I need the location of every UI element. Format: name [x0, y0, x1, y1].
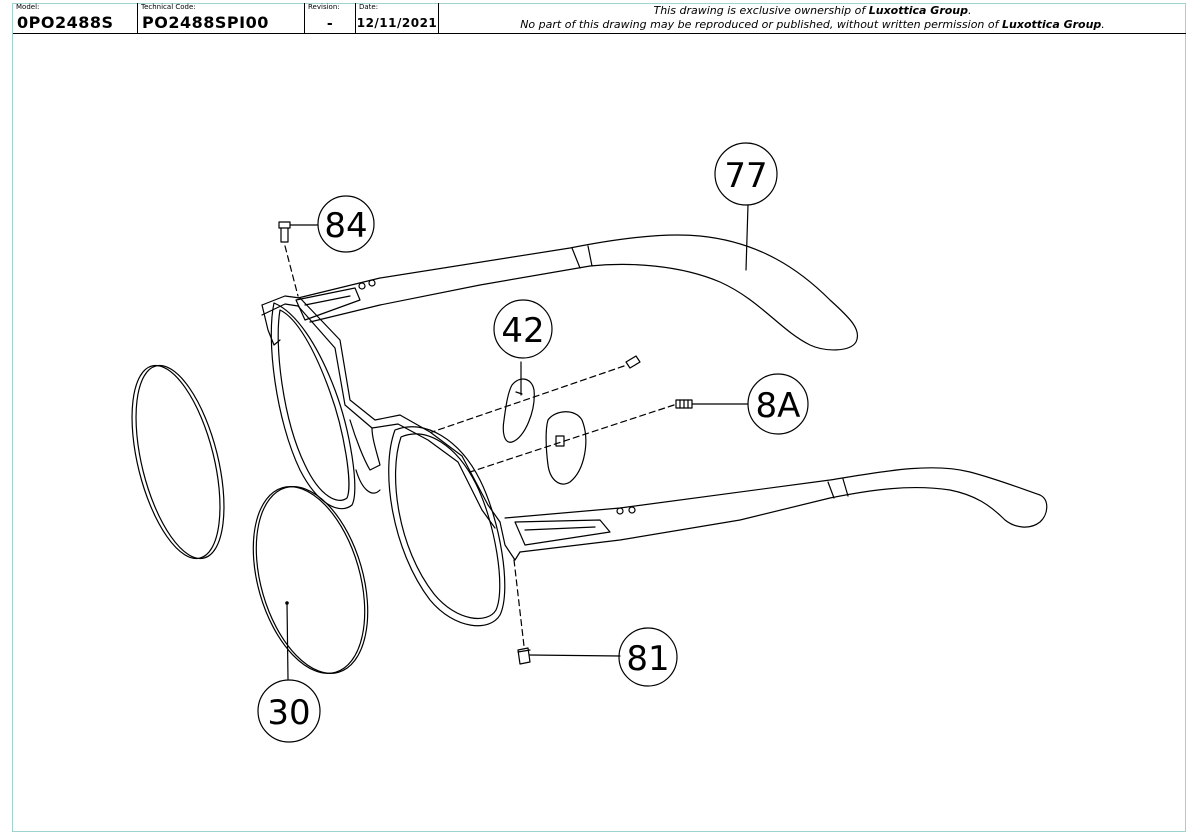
temple-far	[295, 234, 859, 351]
callout-42: 42	[493, 299, 553, 359]
callout-81-label: 81	[626, 639, 669, 679]
date-value: 12/11/2021	[356, 16, 438, 30]
notice-line-2-owner: Luxottica Group	[1002, 18, 1102, 31]
assembly-lines	[284, 245, 675, 647]
revision-value: -	[326, 16, 334, 32]
callout-77: 77	[714, 142, 778, 206]
title-block: Model: 0PO2488S Technical Code: PO2488SP…	[13, 3, 1186, 34]
leader-lines	[286, 204, 749, 680]
nose-pad-42	[502, 378, 535, 443]
lens-30	[252, 486, 369, 674]
screw-84	[278, 221, 291, 243]
callout-30: 30	[257, 679, 321, 743]
model-label: Model:	[16, 3, 40, 11]
revision-cell: Revision: -	[305, 3, 356, 33]
callout-77-label: 77	[724, 156, 767, 196]
callout-30-label: 30	[267, 693, 310, 733]
notice-line-1-owner: Luxottica Group	[868, 4, 969, 17]
notice-line-2: No part of this drawing may be reproduce…	[439, 18, 1186, 32]
nose-pad-42b	[545, 411, 587, 485]
notice-line-2-suffix: .	[1101, 18, 1105, 31]
notice-line-1-suffix: .	[968, 4, 972, 17]
date-label: Date:	[359, 3, 379, 11]
drawing-frame	[12, 3, 1186, 832]
technical-code-cell: Technical Code: PO2488SPI00	[138, 3, 305, 33]
temple-near	[504, 467, 1048, 553]
callout-42-label: 42	[501, 311, 544, 351]
callout-81: 81	[618, 627, 678, 687]
notice-line-1: This drawing is exclusive ownership of L…	[439, 4, 1186, 18]
screw-81	[517, 647, 531, 665]
notice-line-2-text: No part of this drawing may be reproduce…	[520, 18, 1003, 31]
frame-front	[261, 295, 521, 627]
lens-rear	[131, 364, 225, 560]
screw-pad-small	[625, 355, 641, 369]
date-cell: Date: 12/11/2021	[356, 3, 439, 33]
model-cell: Model: 0PO2488S	[13, 3, 138, 33]
callout-84-label: 84	[324, 206, 367, 246]
technical-code-label: Technical Code:	[141, 3, 196, 11]
callout-8a: 8A	[747, 373, 809, 435]
screw-8a	[675, 399, 693, 409]
callout-84: 84	[317, 195, 375, 253]
model-value: 0PO2488S	[17, 13, 114, 32]
notice-line-1-text: This drawing is exclusive ownership of	[653, 4, 869, 17]
revision-label: Revision:	[308, 3, 340, 11]
technical-code-value: PO2488SPI00	[142, 13, 269, 32]
ownership-notice: This drawing is exclusive ownership of L…	[439, 3, 1186, 33]
callout-8a-label: 8A	[756, 386, 801, 426]
